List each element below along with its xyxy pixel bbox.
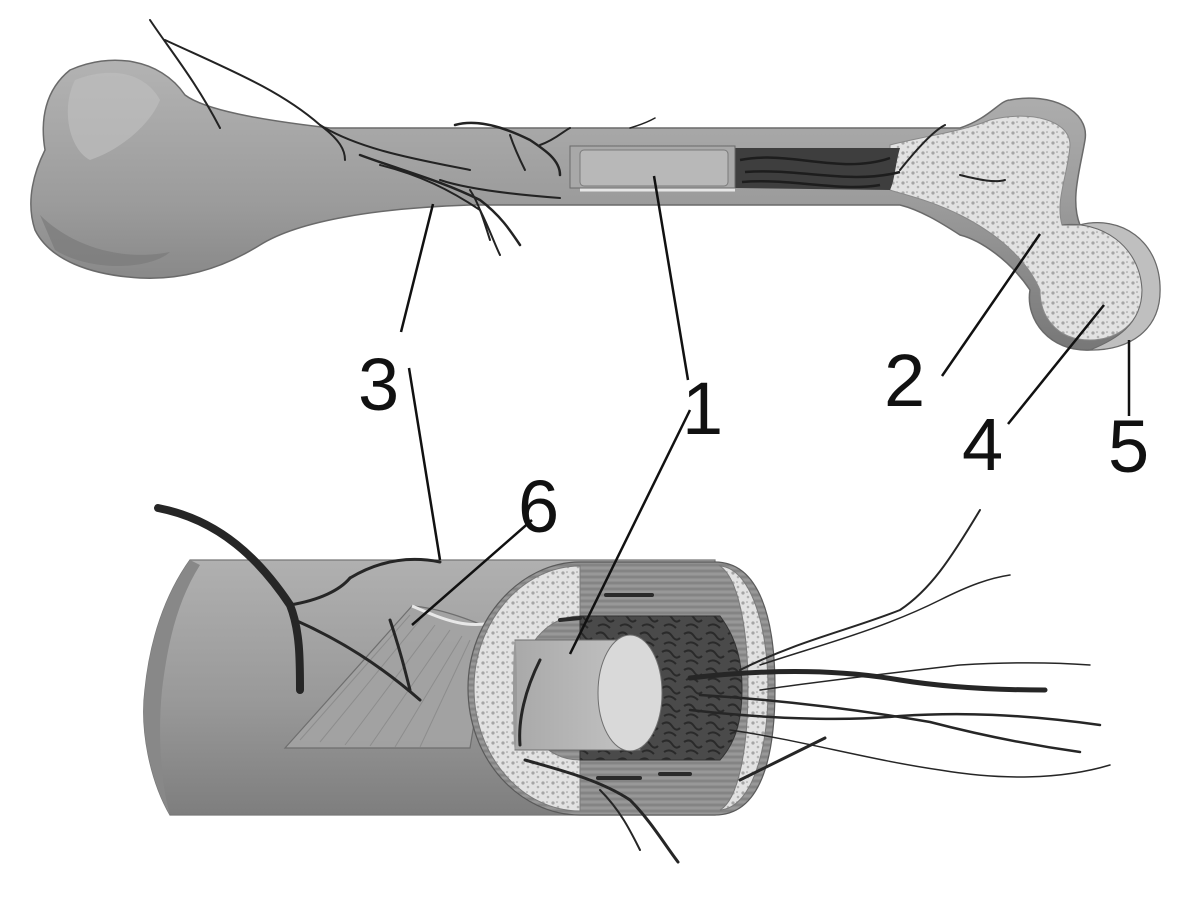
leader-1-upper xyxy=(652,175,690,381)
label-6: 6 xyxy=(518,465,560,548)
label-5: 5 xyxy=(1108,405,1150,488)
leader-1-lower xyxy=(568,409,692,655)
segment-vessels xyxy=(154,504,1111,864)
label-3: 3 xyxy=(358,343,400,426)
upper-leader-lines xyxy=(399,175,1131,425)
leader-4 xyxy=(1007,304,1105,425)
haversian-canals xyxy=(558,593,692,780)
periosteal-vessels xyxy=(149,19,1006,256)
leader-6 xyxy=(411,519,533,626)
distal-epiphysis-highlight xyxy=(67,72,160,160)
leader-3-upper xyxy=(399,203,435,333)
leader-2 xyxy=(940,233,1042,377)
long-bone-illustration xyxy=(30,19,1161,425)
label-1: 1 xyxy=(682,367,724,450)
marrow-strands xyxy=(739,156,901,189)
leader-3-lower xyxy=(407,367,442,561)
spongy-bone-right xyxy=(718,565,769,811)
distal-epiphysis-shadow xyxy=(40,215,170,266)
articular-cartilage xyxy=(1061,222,1161,351)
label-2: 2 xyxy=(884,339,926,422)
label-4: 4 xyxy=(962,403,1004,486)
osteon-cylinder-top xyxy=(579,149,729,187)
lower-leader-lines xyxy=(407,367,692,655)
bone-segment-cross-section xyxy=(143,367,1111,864)
osteon-cylinder xyxy=(513,634,663,752)
bone-shaft xyxy=(30,59,1161,351)
segment-left-face xyxy=(143,560,200,815)
